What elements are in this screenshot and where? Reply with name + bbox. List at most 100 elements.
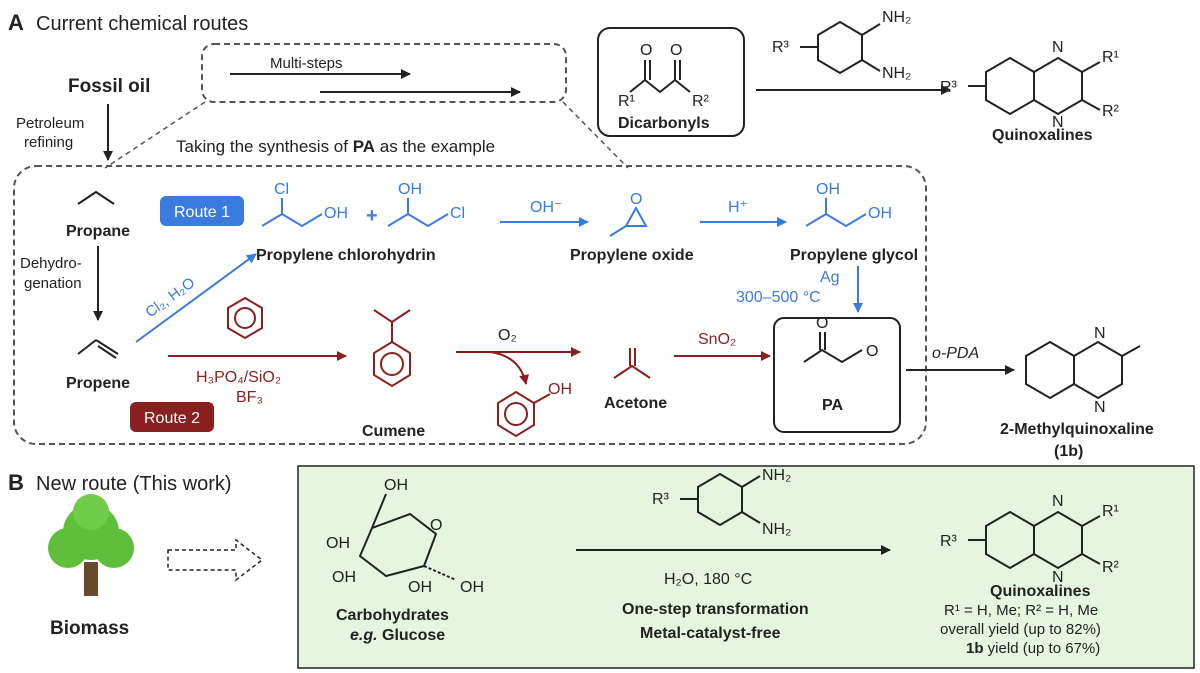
glucose-oh4: OH [326,535,350,552]
fossil-oil-label: Fossil oil [68,76,150,97]
propene-label: Propene [66,375,130,392]
biomass-tree-icon [48,494,134,596]
quinoxaline-structure-b: N N R¹ R² R³ [940,493,1120,586]
quinox-r1: R¹ [1102,49,1119,66]
methylquinoxaline-label: 2-Methylquinoxaline [1000,421,1154,438]
petroleum-label: Petroleum [16,115,84,132]
pa-o1: O [816,315,828,332]
dicarbonyl-structure: O O R¹ R² [618,42,710,110]
glucose-ring-o: O [430,517,442,534]
chlorohydrin-1-structure: Cl OH [261,181,348,228]
pa-box [773,317,901,433]
one-step-label: One-step transformation [622,601,809,618]
diamine-b-r3: R³ [652,491,670,508]
temp-range-label: 300–500 °C [736,289,821,306]
oh-minus-label: OH⁻ [530,199,562,216]
dicarbonyls-label: Dicarbonyls [618,115,710,132]
dicarbonyl-o1: O [640,42,652,59]
propylene-glycol-structure: OH OH [805,181,892,228]
multi-steps-label: Multi-steps [270,55,343,72]
overall-yield-label: overall yield (up to 82%) [940,621,1101,638]
pa-synthesis-box [13,165,927,445]
amine-b1: NH₂ [762,467,791,484]
propene-structure [77,339,119,359]
glucose-oh6: OH [384,477,408,494]
qb-r3: R³ [940,533,958,550]
h3po4-label: H₃PO₄/SiO₂ [196,369,281,386]
biomass-label: Biomass [50,618,129,639]
mq-n1: N [1094,325,1106,342]
panel-a-letter: A [8,10,24,35]
propane-structure [77,190,115,205]
panel-a-title: Current chemical routes [36,13,248,35]
cumene-structure [373,309,411,388]
quinoxalines-label-b: Quinoxalines [990,583,1091,600]
conditions-label: H₂O, 180 °C [664,571,752,588]
acetone-label: Acetone [604,395,667,412]
compound-id-label: (1b) [1054,443,1083,460]
dicarbonyl-o2: O [670,42,682,59]
refining-label: refining [24,134,73,151]
pa-o2: O [866,343,878,360]
quinox-n1: N [1052,39,1064,56]
glucose-oh2: OH [408,579,432,596]
qb-r1: R¹ [1102,503,1119,520]
chlorohydrin-oh: OH [324,205,348,222]
h-plus-label: H⁺ [728,199,748,216]
glucose-oh3: OH [332,569,356,586]
quinoxaline-structure-a: N N R¹ R² R³ [940,39,1120,131]
diamine-r3: R³ [772,39,790,56]
plus-sign: + [366,205,378,227]
chlorination-arrow [135,253,257,343]
pa-structure: O O [803,315,878,364]
chlorohydrin2-oh: OH [398,181,422,198]
hollow-arrow [167,538,264,582]
epoxide-o: O [630,191,642,208]
methylquinoxaline-structure: N N [1025,325,1141,416]
bf3-label: BF₃ [236,389,263,406]
carbohydrates-label: Carbohydrates [336,607,449,624]
opda-label: o-PDA [932,345,979,362]
diamine-structure-a: NH₂ NH₂ R³ [772,9,911,82]
quinox-r2: R² [1102,103,1120,120]
qb-n2: N [1052,569,1064,586]
propylene-chlorohydrin-label: Propylene chlorohydrin [256,247,436,264]
quinox-n2: N [1052,114,1064,131]
phenol-structure: OH [497,381,572,438]
ag-label: Ag [820,269,840,286]
route2-badge [130,402,214,432]
dicarbonyl-r2: R² [692,93,710,110]
substituents-label: R¹ = H, Me; R² = H, Me [944,602,1098,619]
diamine-structure-b: NH₂ NH₂ R³ [652,467,791,538]
glycol-oh1: OH [816,181,840,198]
propylene-oxide-structure: O [609,191,648,237]
new-route-box [297,465,1195,669]
multi-steps-box [201,43,567,103]
pa-example-label: Taking the synthesis of PA as the exampl… [176,137,495,156]
glucose-label: e.g. Glucose [350,627,445,644]
panel-b-letter: B [8,470,24,495]
glucose-oh1: OH [460,579,484,596]
cl2-h2o-label: Cl₂, H₂O [142,274,198,321]
dicarbonyls-box [597,27,745,137]
dicarbonyl-r1: R¹ [618,93,635,110]
funnel-right [562,101,629,169]
genation-label: genation [24,275,82,292]
acetone-structure [613,348,651,379]
route1-label: Route 1 [174,204,230,221]
qb-r2: R² [1102,559,1120,576]
propylene-glycol-label: Propylene glycol [790,247,918,264]
glycol-oh2: OH [868,205,892,222]
pa-label: PA [822,397,843,414]
sno2-label: SnO₂ [698,331,736,348]
mq-n2: N [1094,399,1106,416]
benzene-reagent [227,296,263,340]
route1-badge [160,196,244,226]
panel-b: B New route (This work) Biomass O OH OH … [8,465,1195,669]
route2-label: Route 2 [144,410,200,427]
qb-n1: N [1052,493,1064,510]
quinox-r3: R³ [940,79,958,96]
o2-label: O₂ [498,327,517,344]
amine-2: NH₂ [882,65,911,82]
